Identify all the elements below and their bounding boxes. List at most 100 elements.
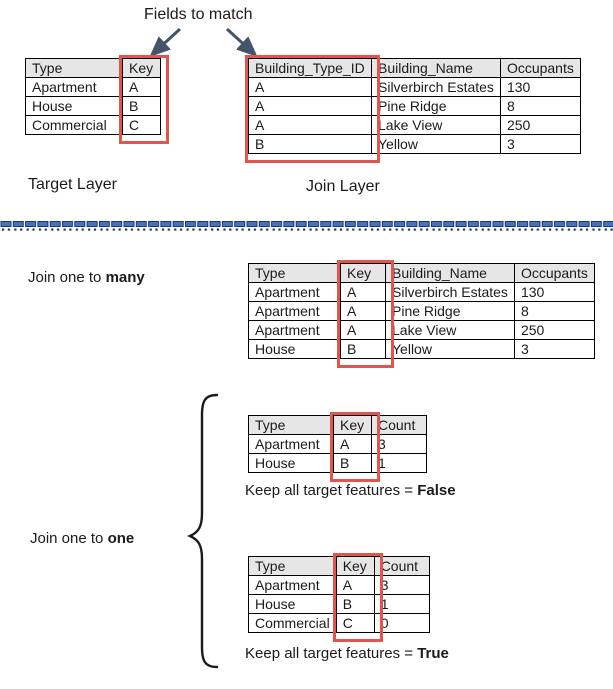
table-header-cell: Occupants	[499, 58, 581, 78]
table-cell: 3	[371, 434, 427, 454]
table-cell: A	[333, 434, 372, 454]
table-cell: A	[248, 115, 372, 135]
table-cell: 3	[373, 575, 430, 595]
table-header-cell: Key	[340, 263, 386, 283]
table-cell: Commercial	[248, 613, 337, 633]
table-cell: A	[340, 282, 386, 302]
table-header-cell: Key	[333, 415, 372, 435]
table-cell: Apartment	[248, 575, 337, 595]
keep-true-caption-text: Keep all target features =	[245, 645, 418, 662]
table-cell: Yellow	[385, 339, 515, 359]
table-cell: Lake View	[385, 320, 515, 340]
table-header-cell: Type	[25, 58, 123, 78]
table-cell: B	[333, 453, 372, 473]
join-one-to-many-label: Join one to many	[28, 269, 145, 286]
table-cell: Apartment	[248, 434, 334, 454]
table-cell: A	[340, 301, 386, 321]
table-cell: Apartment	[25, 77, 123, 97]
keep-false-caption-text: Keep all target features =	[245, 482, 418, 499]
table-cell: 250	[513, 320, 595, 340]
table-cell: B	[335, 594, 375, 614]
table-cell: House	[25, 96, 123, 116]
table-cell: 1	[373, 594, 430, 614]
table-cell: 250	[499, 115, 581, 135]
dashed-divider	[0, 220, 613, 232]
table-cell: B	[248, 134, 372, 154]
table-cell: Silverbirch Estates	[385, 282, 515, 302]
table-cell: Commercial	[25, 115, 123, 135]
table-header-cell: Building_Type_ID	[248, 58, 372, 78]
join-layer-label: Join Layer	[306, 178, 380, 195]
table-cell: 8	[499, 96, 581, 116]
down-left-arrow-icon	[149, 27, 182, 58]
table-cell: B	[340, 339, 386, 359]
table-cell: A	[248, 77, 372, 97]
table-cell: 1	[371, 453, 427, 473]
table-cell: 130	[499, 77, 581, 97]
table-header-cell: Building_Name	[371, 58, 501, 78]
table-header-cell: Count	[371, 415, 427, 435]
table-cell: A	[335, 575, 375, 595]
join-one-to-one-label: Join one to one	[30, 530, 134, 547]
target-layer-label: Target Layer	[28, 176, 117, 193]
table-cell: B	[122, 96, 161, 116]
fields-to-match-arrows	[149, 27, 258, 58]
table-cell: Lake View	[371, 115, 501, 135]
table-cell: 8	[513, 301, 595, 321]
table-cell: Apartment	[248, 320, 341, 340]
table-cell: C	[122, 115, 161, 135]
table-cell: A	[340, 320, 386, 340]
curly-brace-icon	[187, 393, 219, 669]
keep-false-caption: Keep all target features = False	[245, 482, 456, 499]
table-header-cell: Type	[248, 415, 334, 435]
join-one-to-many-label-text: Join one to	[28, 269, 106, 286]
table-cell: House	[248, 594, 337, 614]
table-header-cell: Building_Name	[385, 263, 515, 283]
keep-false-caption-bold: False	[417, 482, 456, 499]
table-header-cell: Key	[122, 58, 161, 78]
table-cell: House	[248, 453, 334, 473]
table-cell: Yellow	[371, 134, 501, 154]
table-header-cell: Type	[248, 263, 341, 283]
table-header-cell: Count	[373, 556, 430, 576]
table-header-cell: Key	[335, 556, 375, 576]
keep-true-caption-bold: True	[417, 645, 449, 662]
join-one-to-one-label-bold: one	[107, 530, 135, 547]
table-header-cell: Occupants	[513, 263, 595, 283]
join-one-to-many-label-bold: many	[105, 269, 145, 286]
table-cell: 0	[373, 613, 430, 633]
table-cell: Apartment	[248, 301, 341, 321]
table-cell: Apartment	[248, 282, 341, 302]
fields-to-match-label: Fields to match	[144, 6, 253, 23]
table-cell: 130	[513, 282, 595, 302]
table-cell: 3	[499, 134, 581, 154]
